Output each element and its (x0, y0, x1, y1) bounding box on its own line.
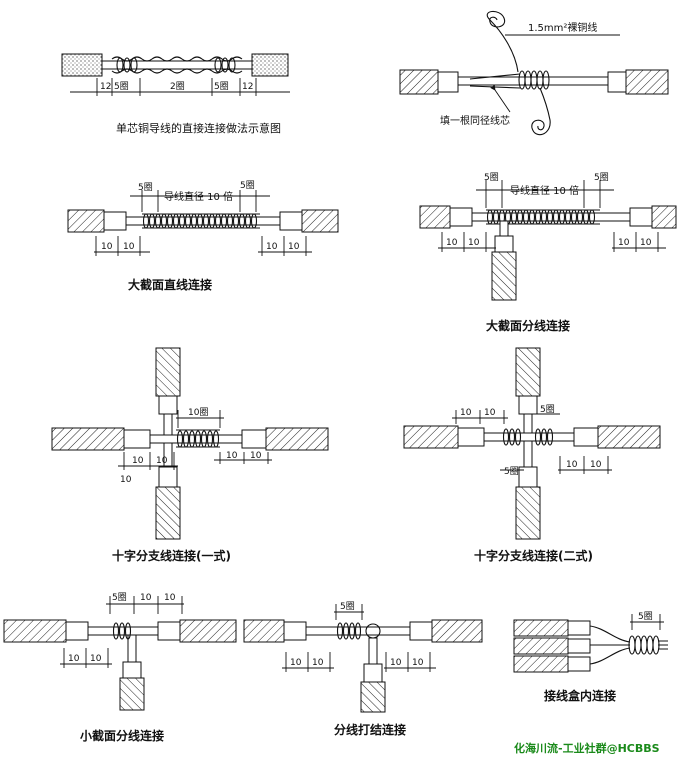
diagram-bare-copper-binding: 1.5mm²裸铜线 填一根同径线芯 (399, 10, 669, 136)
dim-10: 10 (226, 451, 238, 461)
caption-knot-branch: 分线打结连接 (334, 722, 406, 737)
label-fill-core: 填一根同径线芯 (440, 114, 510, 127)
dim-10: 10 (164, 593, 176, 603)
dim-5-left: 5圈 (114, 81, 129, 92)
dim-5-right: 5圈 (594, 172, 609, 183)
diagram-single-core-straight: 12 5圈 2圈 5圈 12 单芯铜导线的直接连接做法示意图 (61, 53, 290, 135)
dim-10: 10 (484, 408, 496, 418)
dim-10: 10 (120, 475, 132, 485)
diagram-large-straight: 5圈 导线直径 10 倍 5圈 10 10 10 10 大截面直线连接 (67, 180, 339, 292)
dim-10: 10 (446, 238, 458, 248)
dim-10: 10 (640, 238, 652, 248)
dim-10: 10 (250, 451, 262, 461)
diagram-cross-branch-2: 10 10 5圈 5圈 10 10 十字分支线连接(二式) (403, 347, 661, 563)
dim-10: 10 (288, 242, 300, 252)
dim-5-turns: 5圈 (540, 404, 555, 415)
dim-10: 10 (68, 654, 80, 664)
dim-10: 10 (266, 242, 278, 252)
dim-10: 10 (312, 658, 324, 668)
caption-single-core: 单芯铜导线的直接连接做法示意图 (116, 121, 281, 135)
dim-10x-diameter: 导线直径 10 倍 (164, 190, 233, 203)
label-bare-copper: 1.5mm²裸铜线 (528, 21, 597, 34)
dim-10x-diameter: 导线直径 10 倍 (510, 184, 579, 197)
dim-5-turns: 5圈 (638, 611, 653, 622)
diagram-junction-box: 5圈 接线盒内连接 (513, 611, 668, 703)
dim-5-right: 5圈 (214, 81, 229, 92)
dim-10: 10 (123, 242, 135, 252)
caption-large-straight: 大截面直线连接 (128, 277, 212, 292)
dim-10: 10 (460, 408, 472, 418)
caption-cross-branch-1: 十字分支线连接(一式) (112, 548, 231, 563)
dim-5-turns: 5圈 (504, 466, 519, 477)
caption-cross-branch-2: 十字分支线连接(二式) (474, 548, 593, 563)
dim-12-right: 12 (242, 82, 253, 92)
diagram-small-branch: 5圈 10 10 10 10 小截面分线连接 (3, 592, 237, 743)
caption-large-branch: 大截面分线连接 (486, 318, 570, 333)
dim-2: 2圈 (170, 81, 185, 92)
caption-junction-box: 接线盒内连接 (544, 688, 616, 703)
dim-5-left: 5圈 (484, 172, 499, 183)
caption-small-branch: 小截面分线连接 (80, 728, 164, 743)
dim-5-turns: 5圈 (340, 601, 355, 612)
watermark-text: 化海川流-工业社群@HCBBS (514, 741, 660, 755)
dim-10: 10 (412, 658, 424, 668)
dim-10: 10 (590, 460, 602, 470)
dim-12-left: 12 (100, 82, 111, 92)
dim-10: 10 (390, 658, 402, 668)
dim-10: 10 (101, 242, 113, 252)
dim-10: 10 (90, 654, 102, 664)
dim-5-left: 5圈 (138, 182, 153, 193)
dim-10: 10 (566, 460, 578, 470)
dim-5-turns: 5圈 (112, 592, 127, 603)
dim-10: 10 (156, 456, 168, 466)
diagram-knot-branch: 5圈 10 10 10 10 分线打结连接 (243, 601, 483, 737)
dim-10: 10 (618, 238, 630, 248)
dim-10: 10 (290, 658, 302, 668)
diagram-large-branch: 5圈 导线直径 10 倍 5圈 10 10 10 10 大截面分线连接 (419, 172, 677, 333)
dim-10-turns: 10圈 (188, 407, 208, 418)
dim-10: 10 (468, 238, 480, 248)
diagram-cross-branch-1: 10圈 10 10 10 10 10 十字分支线连接(一式) (51, 347, 329, 563)
dim-10: 10 (140, 593, 152, 603)
dim-10: 10 (132, 456, 144, 466)
dim-5-right: 5圈 (240, 180, 255, 191)
